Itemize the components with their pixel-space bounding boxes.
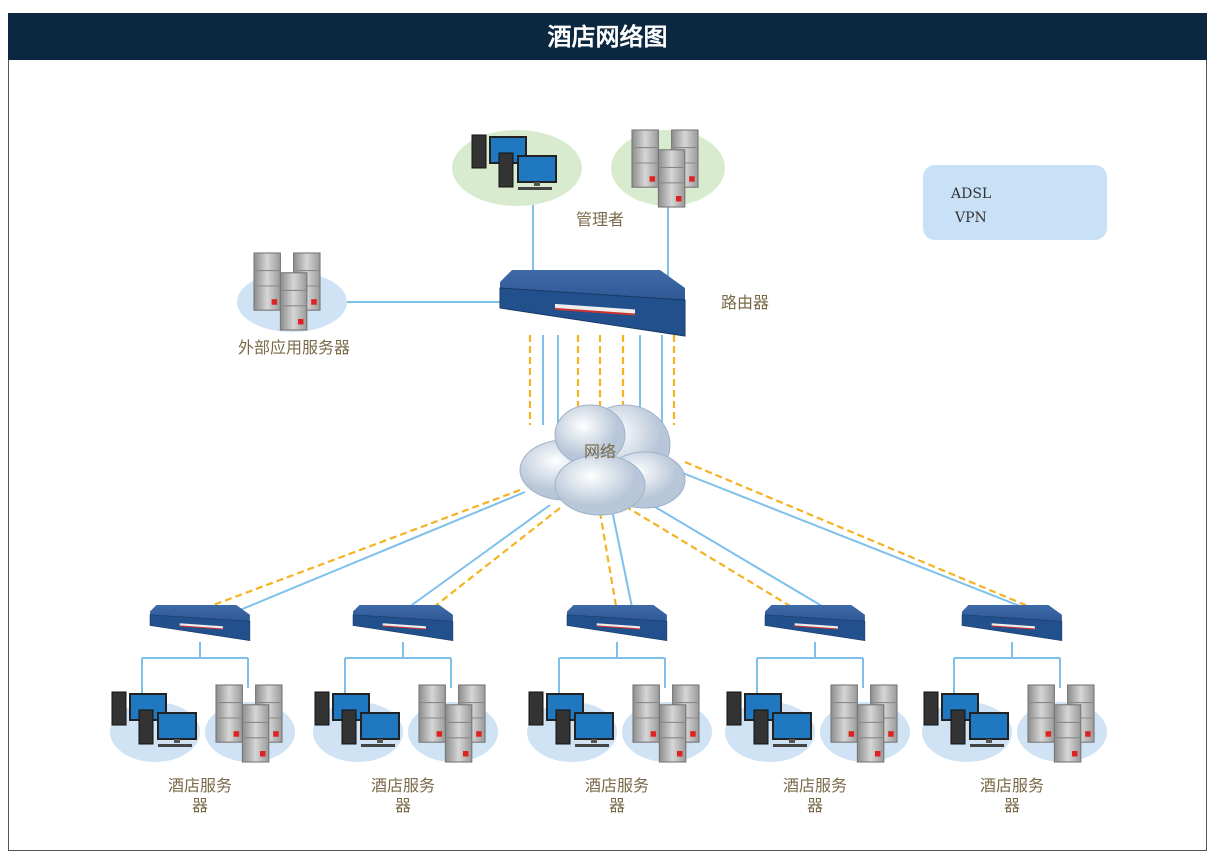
hotel-label-line1: 酒店服务 [979,776,1044,795]
hotel-label-line1: 酒店服务 [167,776,232,795]
connection-lines [141,194,1082,695]
hotel-server-label: 酒店服务器 [952,776,1072,816]
external-server-label: 外部应用服务器 [237,338,350,357]
hotel-label-line2: 器 [608,796,625,815]
hotel-label-line2: 器 [191,796,208,815]
vpn-link [199,488,521,612]
diagram-title: 酒店网络图 [8,13,1207,60]
router-icon [499,269,686,337]
vpn-link [429,507,561,611]
legend-adsl-label: ADSL [951,186,992,202]
vpn-link [598,511,619,613]
hotel-label-line1: 酒店服务 [370,776,435,795]
router-label: 路由器 [720,293,769,312]
switch-icon [352,604,454,641]
hotel-label-line2: 器 [1003,796,1020,815]
switch-icon [566,604,668,641]
switch-icon [149,604,251,641]
vpn-link [624,505,801,613]
legend: ADSL VPN [923,165,1107,240]
adsl-link [404,504,551,611]
hotel-server-label: 酒店服务器 [140,776,260,816]
hotel-label-line2: 器 [394,796,411,815]
hotel-label-line1: 酒店服务 [782,776,847,795]
hotel-label-line2: 器 [806,796,823,815]
switch-icon [961,604,1063,641]
hotel-label-line1: 酒店服务 [584,776,649,795]
adsl-link [611,509,634,613]
vpn-link [684,460,1043,614]
legend-vpn-label: VPN [955,210,987,226]
adsl-link [639,497,833,613]
network-label: 网络 [583,442,616,461]
admin-label: 管理者 [575,210,624,229]
adsl-link [239,491,526,611]
switch-icon [764,604,866,641]
hotel-server-label: 酒店服务器 [755,776,875,816]
hotel-server-label: 酒店服务器 [557,776,677,816]
hotel-server-label: 酒店服务器 [343,776,463,816]
adsl-link [679,471,1036,613]
